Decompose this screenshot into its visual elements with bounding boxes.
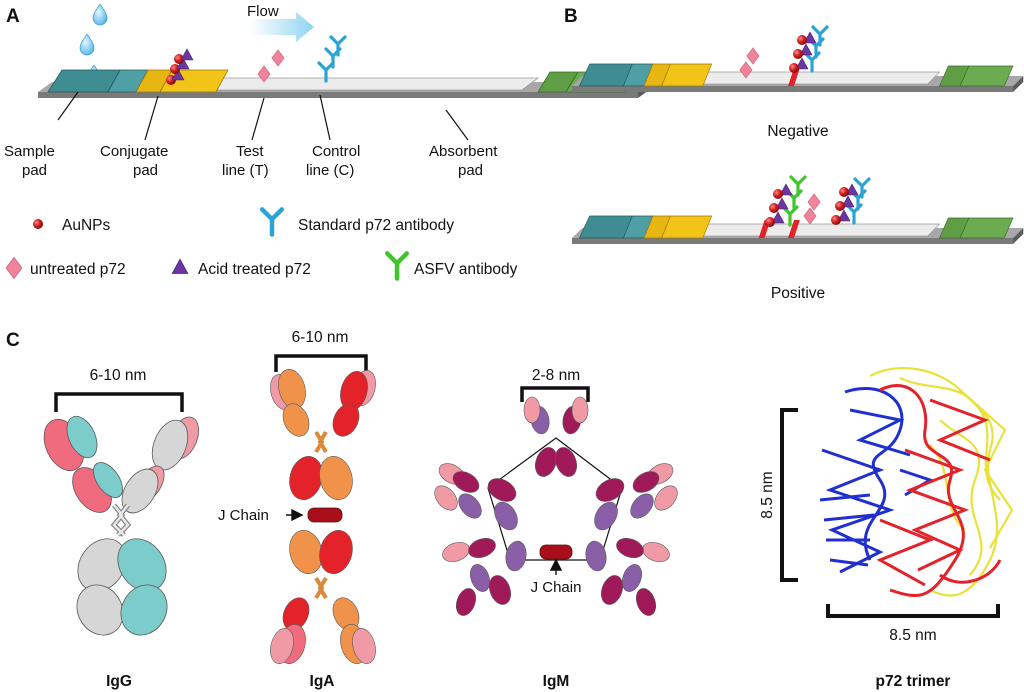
- p72-name: p72 trimer: [876, 673, 951, 690]
- control-line-label-2: line (C): [306, 162, 354, 179]
- legend: AuNPs Standard p72 antibody untreated p7…: [5, 209, 518, 279]
- conjugate-pad-label-1: Conjugate: [100, 143, 168, 160]
- p72-blue-chain: [819, 386, 934, 574]
- legend-acid-icon: [171, 258, 189, 274]
- strip-negative: [571, 47, 1024, 93]
- igg-name: IgG: [106, 673, 132, 690]
- igm-top-fab: [523, 396, 589, 424]
- strip-positive: [571, 215, 1024, 245]
- sample-pad-label-2: pad: [22, 162, 47, 179]
- absorbent-pad-label-2: pad: [458, 162, 483, 179]
- flow-arrow: Flow: [247, 3, 314, 42]
- strip-a: [37, 35, 653, 99]
- conjugate-pad-label-2: pad: [133, 162, 158, 179]
- iga-name: IgA: [310, 673, 335, 690]
- p72-height: 8.5 nm: [759, 471, 776, 518]
- igg-dim: 6-10 nm: [90, 367, 147, 384]
- igm-lower-right-units: [585, 537, 670, 616]
- igm-lower-left-units: [442, 537, 527, 616]
- strip-a-labels: Sample pad Conjugate pad Test line (T) C…: [4, 143, 498, 179]
- p72-trimer: 8.5 nm 8.5 nm p72 trimer: [759, 366, 1014, 690]
- positive-test-complexes: [765, 175, 821, 227]
- test-line-label-1: Test: [236, 143, 264, 160]
- label-pointers: [57, 91, 469, 141]
- legend-standard-ab-icon: [262, 209, 282, 234]
- legend-aunp-icon: [33, 219, 43, 229]
- positive-control-complexes: [831, 177, 871, 225]
- legend-asfv-ab-icon: [387, 253, 407, 278]
- negative-control-complexes: [789, 25, 829, 73]
- flow-label: Flow: [247, 3, 279, 20]
- igg-diagram: 6-10 nm IgG: [43, 367, 200, 690]
- legend-untreated-icon: [5, 257, 23, 279]
- p72-yellow-chain: [869, 366, 1014, 597]
- iga-jchain: J Chain: [218, 507, 269, 524]
- legend-standard-ab: Standard p72 antibody: [298, 217, 454, 234]
- igm-name: IgM: [543, 673, 570, 690]
- iga-dim: 6-10 nm: [292, 329, 349, 346]
- panel-label-c: C: [6, 330, 20, 351]
- legend-untreated: untreated p72: [30, 261, 126, 278]
- igm-diagram: 2-8 nm: [434, 367, 678, 690]
- panel-label-a: A: [6, 6, 20, 27]
- igm-left-units: [434, 463, 518, 531]
- test-line-label-2: line (T): [222, 162, 269, 179]
- legend-aunps: AuNPs: [62, 217, 110, 234]
- igm-jchain: J Chain: [531, 579, 582, 596]
- control-line-label-1: Control: [312, 143, 360, 160]
- positive-label: Positive: [771, 285, 825, 302]
- panel-label-b: B: [564, 6, 578, 27]
- igm-right-units: [594, 463, 678, 531]
- igm-dim: 2-8 nm: [532, 367, 580, 384]
- negative-label: Negative: [767, 123, 828, 140]
- legend-asfv-ab: ASFV antibody: [414, 261, 518, 278]
- p72-red-chain: [876, 384, 1002, 597]
- sample-pad-label-1: Sample: [4, 143, 55, 160]
- absorbent-pad-label-1: Absorbent: [429, 143, 498, 160]
- iga-diagram: 6-10 nm J Chain IgA: [218, 329, 376, 690]
- legend-acid: Acid treated p72: [198, 261, 311, 278]
- p72-width: 8.5 nm: [889, 627, 936, 644]
